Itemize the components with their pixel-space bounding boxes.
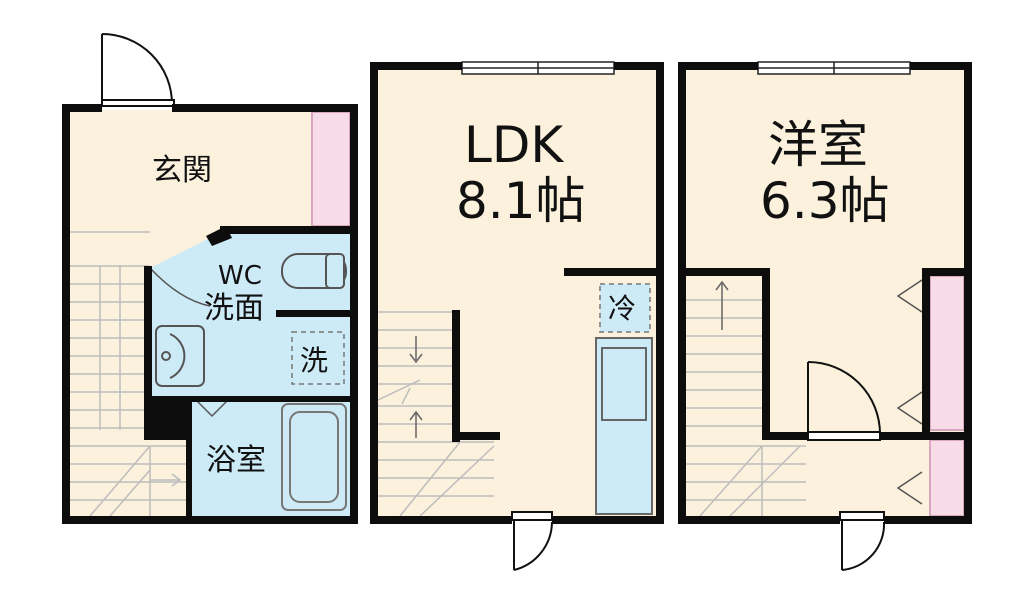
folding-door-mark: [195, 399, 229, 418]
label-washer: 洗: [300, 344, 328, 377]
stairs-arrow-right: [715, 280, 729, 330]
wc-door[interactable]: [149, 267, 211, 307]
washbasin: [155, 325, 205, 387]
shoe-closet: [311, 111, 351, 227]
label-fridge: 冷: [608, 292, 636, 325]
stairs-left: [70, 231, 190, 517]
label-western-name: 洋室: [768, 116, 868, 174]
walls-middle: [370, 62, 664, 524]
entrance-door[interactable]: [101, 33, 175, 107]
label-ldk-size: 8.1帖: [456, 172, 586, 230]
label-entrance: 玄関: [152, 153, 212, 188]
closet-door-marks: [896, 279, 923, 505]
stairs-right: [686, 299, 806, 517]
label-western-size: 6.3帖: [760, 172, 890, 230]
fridge-space: [599, 283, 651, 333]
window-ldk: [461, 61, 615, 75]
window-western: [757, 61, 911, 75]
walls-left: [62, 104, 358, 524]
closet-lower: [929, 439, 965, 517]
walls-right: [678, 62, 972, 524]
closet-upper: [929, 275, 965, 431]
western-bottom-door[interactable]: [839, 511, 886, 571]
western-floor: [686, 70, 964, 516]
label-ldk-name: LDK: [464, 116, 564, 174]
stairs-arrows-middle: [409, 336, 423, 438]
bathtub: [281, 403, 347, 511]
label-washroom: 洗面: [204, 291, 264, 326]
toilet: [281, 253, 347, 289]
stairs-middle: [377, 311, 495, 517]
washer-space: [291, 331, 345, 385]
label-wc: WC: [218, 261, 262, 291]
label-bath: 浴室: [206, 443, 266, 478]
ldk-bottom-door[interactable]: [511, 511, 553, 571]
kitchen-counter: [595, 337, 653, 515]
